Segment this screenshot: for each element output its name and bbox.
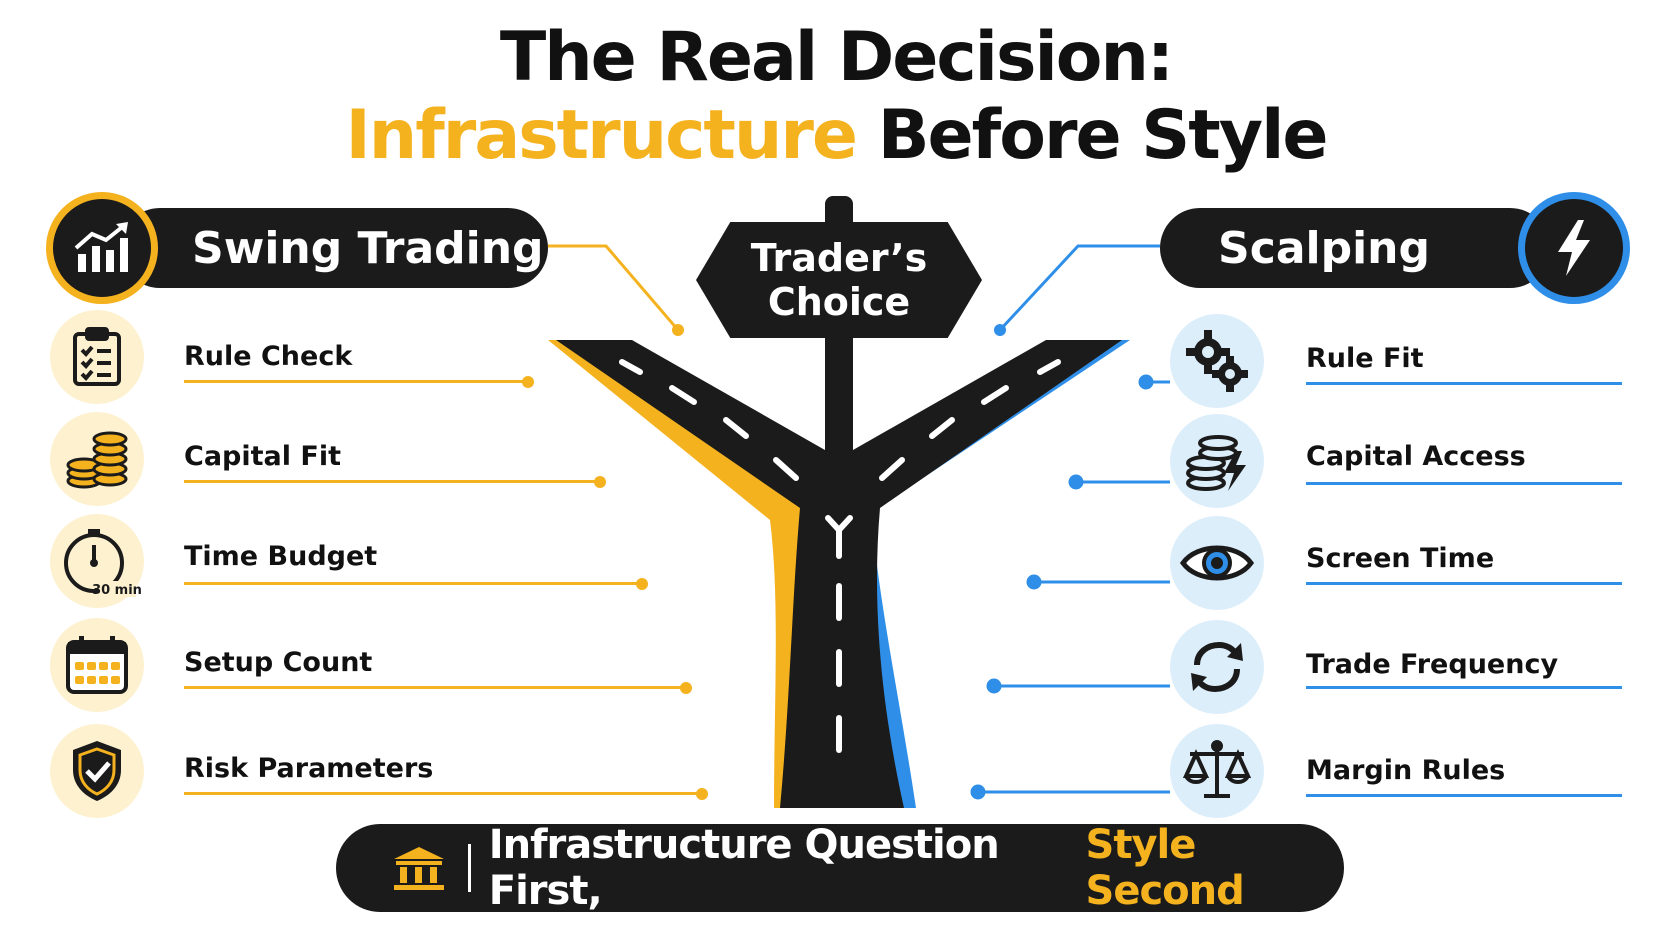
item-label-risk-parameters: Risk Parameters	[184, 753, 434, 784]
title-accent: Infrastructure	[345, 96, 858, 175]
calendar-icon	[50, 618, 144, 712]
underline	[184, 686, 686, 689]
swing-trading-heading: Swing Trading	[120, 208, 548, 288]
stopwatch-icon: 30 min	[50, 514, 144, 608]
underline	[1306, 686, 1622, 689]
page-title-line1: The Real Decision:	[499, 18, 1174, 97]
underline	[1306, 382, 1622, 385]
underline	[184, 792, 702, 795]
underline	[184, 582, 642, 585]
item-label-capital-fit: Capital Fit	[184, 441, 342, 472]
item-label-rule-check: Rule Check	[184, 341, 353, 372]
coins-bolt-icon	[1170, 414, 1264, 508]
bottom-banner: Infrastructure Question First, Style Sec…	[336, 822, 1344, 914]
item-label-screen-time: Screen Time	[1306, 543, 1495, 574]
balance-scale-icon	[1170, 724, 1264, 818]
item-label-capital-access: Capital Access	[1306, 441, 1526, 472]
left-heading-connector	[548, 244, 680, 331]
right-item-connectors	[970, 374, 1170, 800]
gears-icon	[1170, 314, 1264, 408]
scalping-heading: Scalping	[1160, 208, 1550, 288]
page-title-line2: Infrastructure Before Style	[0, 96, 1672, 176]
banner-text-main: Infrastructure Question First,	[488, 822, 1000, 914]
refresh-arrows-icon	[1170, 620, 1264, 714]
road-dashes	[619, 359, 1061, 753]
right-heading-connector	[998, 244, 1160, 332]
traders-choice-sign: Trader’s Choice	[696, 222, 982, 338]
underline	[1306, 582, 1622, 585]
bank-building-icon	[392, 845, 446, 891]
banner-divider	[468, 844, 471, 892]
lightning-bolt-icon	[1518, 192, 1630, 304]
sign-line2: Choice	[767, 280, 911, 324]
shield-check-icon	[50, 724, 144, 818]
underline	[184, 480, 600, 483]
coin-stack-icon	[50, 412, 144, 506]
left-item-dots	[522, 376, 708, 800]
underline	[1306, 794, 1622, 797]
stopwatch-label: 30 min	[92, 583, 142, 598]
item-label-margin-rules: Margin Rules	[1306, 755, 1506, 786]
bar-chart-up-icon	[46, 192, 158, 304]
road-body	[556, 340, 1122, 808]
eye-icon	[1170, 516, 1264, 610]
item-label-trade-frequency: Trade Frequency	[1306, 649, 1559, 680]
underline	[184, 380, 528, 383]
banner-text-accent: Style Second	[1085, 822, 1245, 914]
clipboard-checklist-icon	[50, 310, 144, 404]
sign-line1: Trader’s	[750, 236, 928, 280]
title-rest: Before Style	[877, 96, 1329, 175]
item-label-setup-count: Setup Count	[184, 647, 373, 678]
item-label-time-budget: Time Budget	[184, 541, 378, 572]
underline	[1306, 482, 1622, 485]
item-label-rule-fit: Rule Fit	[1306, 343, 1424, 374]
